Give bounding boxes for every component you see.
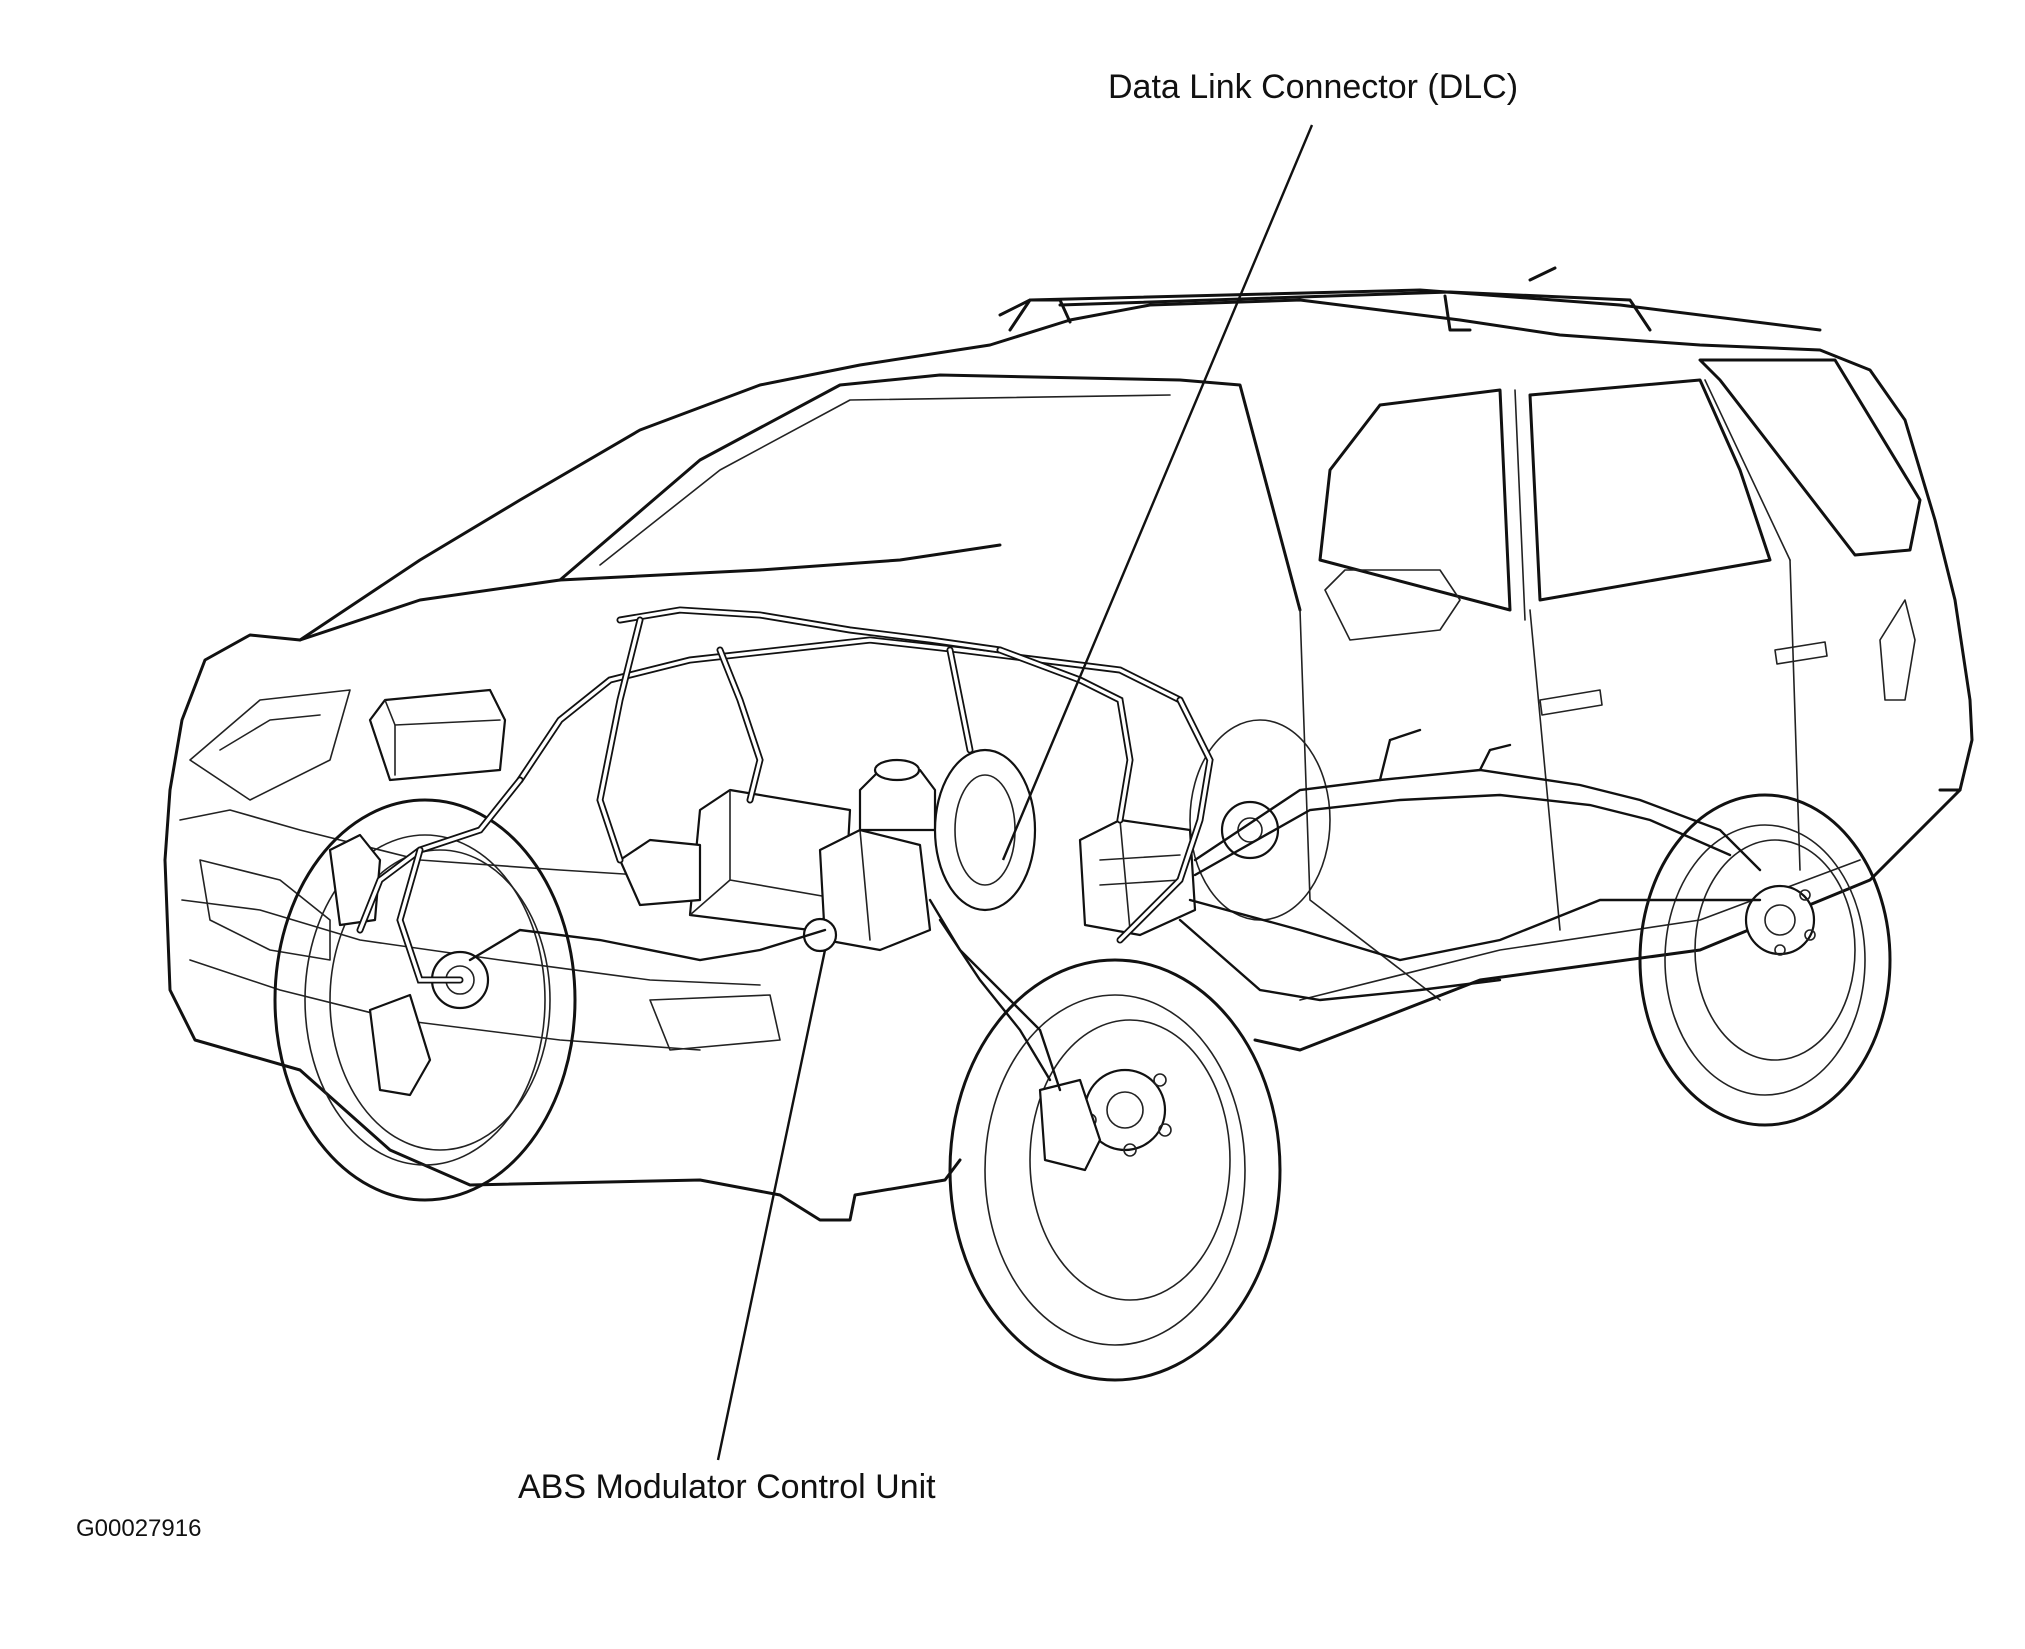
rear-right-wheel (1638, 793, 1892, 1127)
front-left-wheel (273, 798, 577, 1202)
engine-bay-components (328, 688, 1197, 953)
front-right-wheel (948, 958, 1282, 1382)
rear-left-wheel (1189, 719, 1331, 921)
figure-id: G00027916 (76, 1515, 202, 1542)
abs-callout-label: ABS Modulator Control Unit (518, 1468, 936, 1506)
brake-lines (468, 728, 1762, 1092)
dlc-leader-line (1001, 124, 1314, 861)
dlc-callout-label: Data Link Connector (DLC) (1108, 68, 1519, 106)
wiring-harness (356, 606, 1214, 984)
abs-leader-line (716, 949, 827, 1461)
